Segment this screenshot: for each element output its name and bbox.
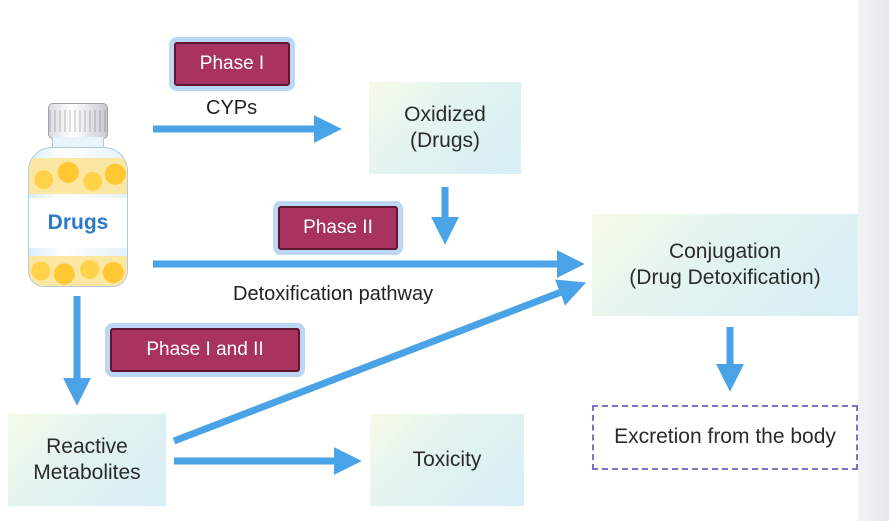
- cyps-label: CYPs: [206, 97, 258, 119]
- oxidized-drugs-node: Oxidized (Drugs): [369, 82, 521, 174]
- conjugation-node: Conjugation (Drug Detoxification): [592, 214, 858, 316]
- drug-bottle-icon: Drugs: [22, 103, 132, 288]
- bottle-cap: [48, 103, 108, 139]
- reactive-line1: Reactive: [46, 434, 128, 458]
- excretion-node: Excretion from the body: [592, 405, 858, 470]
- oxidized-line2: (Drugs): [409, 129, 480, 152]
- conjugation-line2: (Drug Detoxification): [629, 266, 821, 289]
- background-edge-strip: [858, 0, 889, 521]
- phase-2-badge: Phase II: [278, 206, 398, 250]
- conjugation-line1: Conjugation: [668, 239, 782, 263]
- bottle-neck: [52, 137, 104, 149]
- drugs-label: Drugs: [47, 211, 109, 234]
- phase-1-badge: Phase I: [174, 42, 290, 86]
- toxicity-node: Toxicity: [370, 414, 524, 506]
- pills-top: [29, 158, 127, 194]
- phase-1-and-2-badge: Phase I and II: [110, 328, 300, 372]
- oxidized-line1: Oxidized: [404, 102, 486, 126]
- bottle-body: Drugs: [28, 147, 128, 287]
- pills-bottom: [29, 256, 127, 286]
- bottle-label: Drugs: [29, 198, 127, 248]
- detoxification-pathway-label: Detoxification pathway: [233, 283, 434, 305]
- reactive-metabolites-node: Reactive Metabolites: [8, 414, 166, 506]
- arrow-reactive-to-conjugation: [172, 279, 587, 445]
- reactive-line2: Metabolites: [33, 461, 141, 484]
